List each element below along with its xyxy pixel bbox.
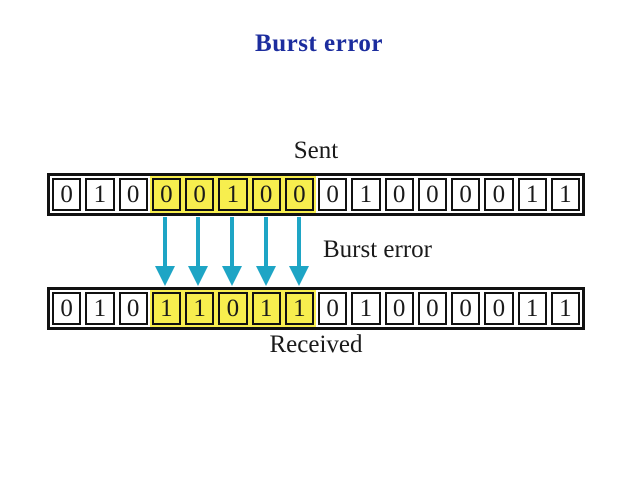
bit-cell: 0: [318, 292, 348, 325]
bit-cell: 1: [251, 292, 281, 325]
bit-cell: 0: [52, 178, 82, 211]
sent-label: Sent: [293, 137, 339, 164]
bit-cell: 0: [451, 178, 481, 211]
burst-arrow-icon: [289, 217, 310, 286]
received-label: Received: [269, 331, 363, 358]
bit-cell: 0: [185, 178, 215, 211]
burst-arrow-icon: [154, 217, 175, 286]
bit-cell: 0: [417, 292, 447, 325]
bit-cell: 1: [284, 292, 314, 325]
bit-cell: 0: [251, 178, 281, 211]
bit-cell: 1: [351, 178, 381, 211]
burst-error-label: Burst error: [323, 236, 432, 263]
burst-arrow-icon: [188, 217, 209, 286]
bit-cell: 0: [484, 178, 514, 211]
bit-cell: 0: [151, 178, 181, 211]
burst-arrows: [47, 217, 585, 286]
bit-cell: 0: [118, 292, 148, 325]
bit-cell: 1: [550, 292, 580, 325]
bit-cell: 1: [218, 178, 248, 211]
bit-cell: 0: [484, 292, 514, 325]
bit-cell: 0: [218, 292, 248, 325]
slide-title: Burst error: [255, 30, 383, 57]
burst-arrow-icon: [255, 217, 276, 286]
bit-cell: 1: [151, 292, 181, 325]
bit-cell: 1: [85, 292, 115, 325]
bit-cell: 0: [451, 292, 481, 325]
bit-cell: 0: [284, 178, 314, 211]
bit-cell: 0: [384, 292, 414, 325]
bit-cell: 0: [384, 178, 414, 211]
bit-cell: 1: [517, 178, 547, 211]
bit-cell: 1: [517, 292, 547, 325]
bit-cell: 1: [351, 292, 381, 325]
bit-cell: 0: [118, 178, 148, 211]
bit-cell: 0: [52, 292, 82, 325]
bit-cell: 0: [417, 178, 447, 211]
bit-cell: 0: [318, 178, 348, 211]
bit-cell: 1: [550, 178, 580, 211]
burst-arrow-icon: [221, 217, 242, 286]
bit-cell: 1: [85, 178, 115, 211]
bit-cell: 1: [185, 292, 215, 325]
